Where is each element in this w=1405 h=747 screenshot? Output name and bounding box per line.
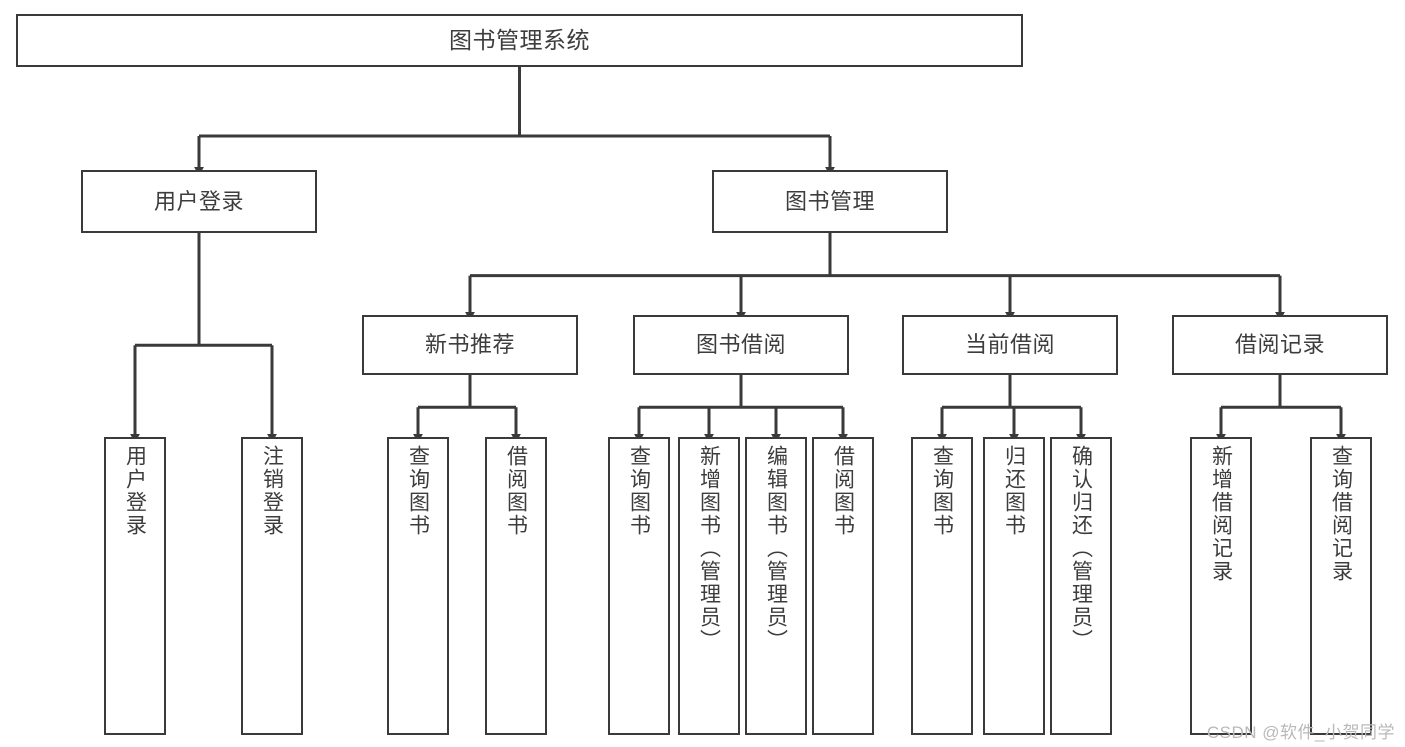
node-new-book-rec[interactable]: 新书推荐: [362, 315, 578, 375]
node-leaf-query-book-2[interactable]: 查询图书: [608, 437, 670, 735]
node-borrow-record[interactable]: 借阅记录: [1172, 315, 1388, 375]
node-label: 图书管理: [784, 188, 875, 214]
node-book-borrow[interactable]: 图书借阅: [633, 315, 849, 375]
node-leaf-edit-book[interactable]: 编辑图书（管理员）: [745, 437, 807, 735]
node-label: 借阅图书: [504, 445, 528, 537]
node-label: 确认归还（管理员）: [1069, 445, 1093, 652]
node-leaf-confirm-return[interactable]: 确认归还（管理员）: [1050, 437, 1112, 735]
node-label: 新书推荐: [424, 332, 515, 358]
watermark-label: CSDN @软件_小贺同学: [1206, 723, 1395, 742]
node-label: 借阅图书: [831, 445, 855, 537]
node-label: 用户登录: [153, 188, 244, 214]
node-leaf-add-record[interactable]: 新增借阅记录: [1190, 437, 1252, 735]
node-leaf-return-book[interactable]: 归还图书: [983, 437, 1045, 735]
node-current-borrow[interactable]: 当前借阅: [902, 315, 1118, 375]
node-label: 注销登录: [260, 445, 284, 537]
node-leaf-query-record[interactable]: 查询借阅记录: [1310, 437, 1372, 735]
node-leaf-borrow-book-2[interactable]: 借阅图书: [812, 437, 874, 735]
node-label: 查询图书: [930, 445, 954, 537]
node-leaf-add-book[interactable]: 新增图书（管理员）: [678, 437, 740, 735]
node-label: 图书借阅: [695, 332, 786, 358]
node-user-login[interactable]: 用户登录: [81, 170, 317, 233]
node-leaf-query-book-3[interactable]: 查询图书: [911, 437, 973, 735]
node-label: 图书管理系统: [449, 27, 590, 54]
node-label: 编辑图书（管理员）: [764, 445, 788, 652]
node-label: 借阅记录: [1234, 332, 1325, 358]
node-label: 查询图书: [627, 445, 651, 537]
node-leaf-user-login[interactable]: 用户登录: [104, 437, 166, 735]
node-label: 查询图书: [406, 445, 430, 537]
node-label: 归还图书: [1002, 445, 1026, 537]
node-leaf-query-book-1[interactable]: 查询图书: [387, 437, 449, 735]
node-label: 用户登录: [123, 445, 147, 537]
node-label: 当前借阅: [964, 332, 1055, 358]
node-label: 新增借阅记录: [1209, 445, 1233, 583]
node-label: 查询借阅记录: [1329, 445, 1353, 583]
node-book-manage[interactable]: 图书管理: [712, 170, 948, 233]
node-leaf-user-logout[interactable]: 注销登录: [241, 437, 303, 735]
node-root[interactable]: 图书管理系统: [16, 14, 1023, 67]
node-leaf-borrow-book-1[interactable]: 借阅图书: [485, 437, 547, 735]
node-label: 新增图书（管理员）: [697, 445, 721, 652]
